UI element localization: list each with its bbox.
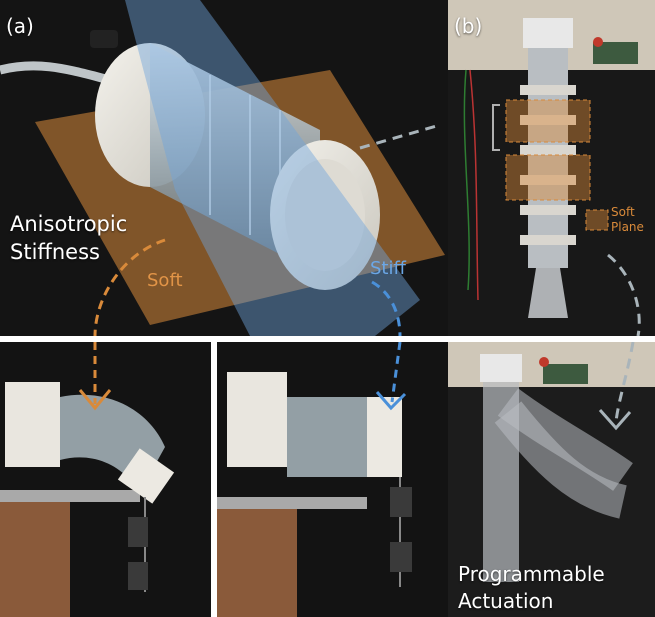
anisotropic-caption-line1: Anisotropic (10, 212, 128, 236)
panel-a-soft-bend-photo (0, 342, 211, 617)
programmable-caption-line1: Programmable (458, 562, 605, 586)
panel-a-label: (a) (6, 14, 34, 38)
panel-b-label: (b) (454, 14, 483, 38)
panel-b-bottom-photo: Programmable Actuation (448, 342, 655, 617)
link-arrow-down (607, 253, 641, 336)
anisotropic-cylinder (90, 30, 380, 290)
programmable-scene (448, 342, 655, 582)
stiff-arrow-end (390, 342, 402, 403)
actuator-rings (520, 85, 576, 245)
anisotropic-caption-line2: Stiffness (10, 240, 100, 264)
actuator-scene (448, 0, 655, 336)
programmable-caption-line2: Actuation (458, 589, 554, 613)
link-arrow (359, 123, 441, 150)
cylinder-scene (0, 0, 445, 336)
link-arrow-end (614, 342, 635, 423)
stiff-plane (125, 0, 420, 336)
soft-bend-scene (0, 342, 175, 617)
stiff-arrow (371, 280, 402, 336)
panel-a-stiff-photo (217, 342, 448, 617)
soft-label: Soft (147, 270, 183, 291)
stiff-label: Stiff (370, 258, 406, 279)
panel-a-top-photo: (a) Anisotropic Stiffness Soft Stiff (0, 0, 448, 336)
soft-plane-legend-line2: Plane (611, 220, 644, 234)
panel-b-top-photo: (b) Soft Plane (448, 0, 655, 336)
soft-arrow (93, 238, 166, 336)
stiff-scene (217, 342, 412, 617)
soft-plane-legend-swatch (585, 209, 609, 231)
soft-plane-legend-line1: Soft (611, 205, 635, 219)
